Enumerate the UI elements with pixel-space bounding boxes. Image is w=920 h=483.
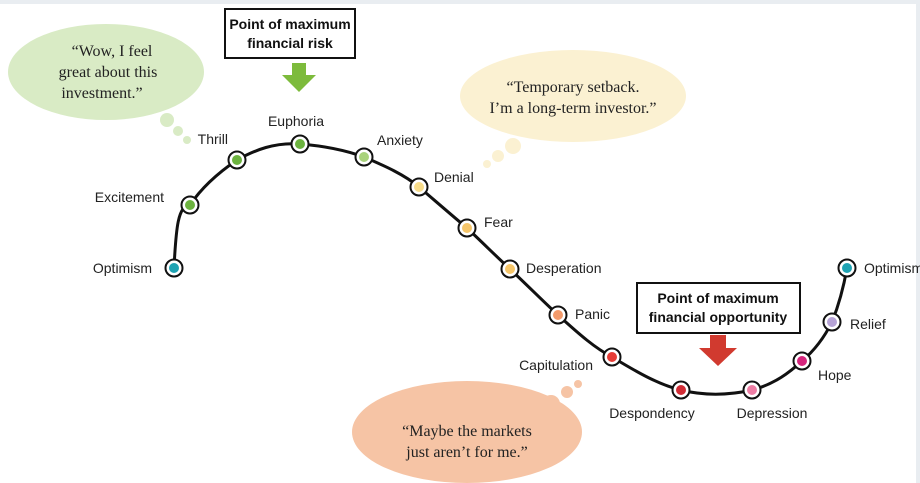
bubble-line: investment.” — [61, 85, 142, 102]
bubble-line: “Temporary setback. — [506, 79, 639, 96]
stage-dot — [842, 263, 852, 273]
stage-label: Capitulation — [519, 357, 593, 373]
callout-box — [224, 8, 356, 59]
stage-label: Optimism — [864, 260, 920, 276]
stage-dot — [607, 352, 617, 362]
stage-dot — [462, 223, 472, 233]
stage-marker-relief: Relief — [822, 312, 886, 332]
stage-marker-optimism-return: Optimism — [837, 258, 920, 278]
bubble-tail-dot — [173, 126, 183, 136]
stage-dot — [747, 385, 757, 395]
bubble-tail-dot — [542, 395, 560, 413]
stage-dot — [553, 310, 563, 320]
bubble-line: just aren’t for me.” — [405, 444, 527, 461]
stage-marker-hope: Hope — [792, 351, 852, 383]
bubble-tail-dot — [483, 160, 491, 168]
stage-marker-excitement: Excitement — [95, 189, 200, 215]
callout-line: Point of maximum — [657, 290, 778, 306]
stage-label: Thrill — [198, 131, 228, 147]
stage-label: Fear — [484, 214, 513, 230]
stage-dot — [797, 356, 807, 366]
thought-bubble-capitulation: “Maybe the markets just aren’t for me.” — [352, 380, 582, 483]
bubble-line: great about this — [59, 64, 158, 81]
bubble-shape — [8, 24, 204, 120]
stage-dot — [359, 152, 369, 162]
stage-label: Desperation — [526, 260, 602, 276]
bubble-tail-dot — [561, 386, 573, 398]
bubble-tail-dot — [574, 380, 582, 388]
callout-line: financial opportunity — [649, 309, 788, 325]
stage-dot — [676, 385, 686, 395]
bubble-tail-dot — [505, 138, 521, 154]
bubble-tail-dot — [160, 113, 174, 127]
stage-label: Relief — [850, 316, 886, 332]
bubble-tail-dot — [183, 136, 191, 144]
stage-dot — [414, 182, 424, 192]
bubble-shape — [352, 381, 582, 483]
bubble-shape — [460, 50, 686, 142]
callout-box — [636, 282, 801, 334]
stage-marker-desperation: Desperation — [500, 259, 602, 279]
stage-marker-capitulation: Capitulation — [519, 347, 622, 373]
bubble-line: “Maybe the markets — [402, 423, 532, 440]
stage-marker-thrill: Thrill — [198, 131, 247, 170]
down-arrow-icon — [699, 335, 737, 366]
stage-label: Euphoria — [268, 113, 324, 129]
stage-marker-fear: Fear — [457, 214, 513, 238]
stage-label: Hope — [818, 367, 852, 383]
stage-marker-denial: Denial — [409, 169, 474, 197]
stage-label: Despondency — [609, 405, 695, 421]
stage-dot — [505, 264, 515, 274]
stage-dot — [232, 155, 242, 165]
thought-bubble-euphoria: “Wow, I feel great about this investment… — [8, 24, 204, 144]
stage-marker-euphoria: Euphoria — [268, 113, 324, 154]
bubble-line: I’m a long-term investor.” — [489, 100, 656, 117]
stage-label: Panic — [575, 306, 610, 322]
stage-markers: Optimism Excitement Thrill Euphoria Anxi — [93, 113, 920, 421]
callout-maximum-opportunity: Point of maximum financial opportunity — [636, 282, 801, 366]
stage-marker-panic: Panic — [548, 305, 610, 325]
stage-dot — [295, 139, 305, 149]
bubble-line: “Wow, I feel — [72, 43, 153, 60]
bubble-tail-dot — [492, 150, 504, 162]
stage-dot — [185, 200, 195, 210]
stage-marker-anxiety: Anxiety — [354, 132, 423, 167]
thought-bubble-denial: “Temporary setback. I’m a long-term inve… — [460, 50, 686, 168]
stage-label: Excitement — [95, 189, 164, 205]
callout-line: Point of maximum — [229, 16, 350, 32]
stage-marker-depression: Depression — [737, 380, 808, 421]
stage-dot — [827, 317, 837, 327]
stage-label: Depression — [737, 405, 808, 421]
stage-label: Anxiety — [377, 132, 423, 148]
stage-label: Optimism — [93, 260, 152, 276]
stage-marker-optimism: Optimism — [93, 258, 184, 278]
callout-line: financial risk — [247, 35, 333, 51]
stage-label: Denial — [434, 169, 474, 185]
stage-dot — [169, 263, 179, 273]
callout-maximum-risk: Point of maximum financial risk — [224, 8, 356, 92]
down-arrow-icon — [282, 63, 316, 92]
stage-marker-despondency: Despondency — [609, 380, 695, 421]
